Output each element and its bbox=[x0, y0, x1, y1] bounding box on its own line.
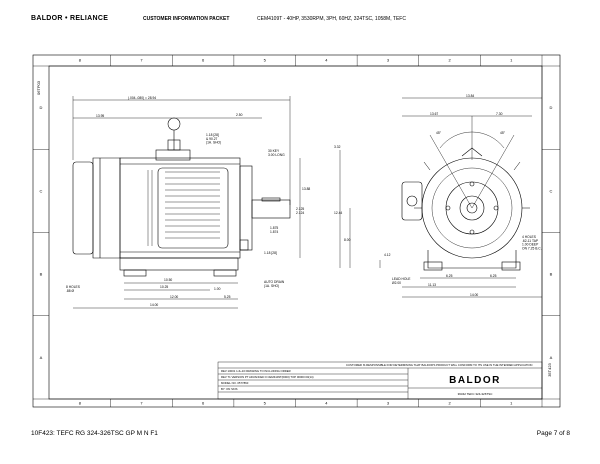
auto-drain: AUTO DRAIN(1A. SHO) bbox=[264, 280, 285, 288]
page-header: BALDOR • RELIANCE CUSTOMER INFORMATION P… bbox=[31, 14, 591, 28]
revision-row: REV T1 VERSION PT ADVANCED 0 CEM4109T(00… bbox=[221, 375, 314, 379]
zone-column-label: 8 bbox=[79, 58, 82, 63]
lifting-eye bbox=[167, 117, 181, 131]
dim-1200: 12.00 bbox=[170, 295, 178, 299]
model-description: CEM4109T - 40HP, 3530RPM, 3PH, 60HZ, 324… bbox=[257, 16, 406, 22]
zone-row-label: B bbox=[40, 272, 43, 277]
customer-note: CUSTOMER IS RESPONSIBLE FOR DETERMINING … bbox=[346, 363, 532, 367]
baldor-logo: BALDOR bbox=[449, 375, 501, 386]
dim-1388: 13.88 bbox=[302, 187, 310, 191]
zone-row-label: D bbox=[40, 105, 43, 110]
zone-column-label: 5 bbox=[264, 58, 267, 63]
zone-column-label: 5 bbox=[264, 401, 267, 406]
dim-332: 3.32 bbox=[334, 145, 341, 149]
lower-conduit: 1.18 [28] bbox=[264, 251, 277, 255]
zone-column-label: 6 bbox=[202, 58, 205, 63]
dim-730: 7.30 bbox=[496, 112, 503, 116]
motor-side-view bbox=[72, 117, 291, 277]
dim-250: 2.50 bbox=[236, 113, 243, 117]
brand-logo: BALDOR • RELIANCE bbox=[31, 15, 109, 22]
zone-column-label: 2 bbox=[448, 58, 451, 63]
zone-row-label: D bbox=[550, 105, 553, 110]
drawing-number: REV 10001 1-6+10 DRAWING TO INCLUDING OR… bbox=[221, 369, 291, 373]
dim-1113: 11.13 bbox=[428, 283, 436, 287]
title-block-subtitle: 36342 TEFC 324-326TSC bbox=[458, 392, 494, 396]
packet-title: CUSTOMER INFORMATION PACKET bbox=[143, 16, 230, 22]
zone-column-label: 1 bbox=[510, 401, 513, 406]
zone-column-label: 4 bbox=[325, 58, 328, 63]
dim-625-left: 6.25 bbox=[446, 274, 453, 278]
right-side-label: 35T423 bbox=[547, 362, 552, 376]
zone-column-label: 1 bbox=[510, 58, 513, 63]
fan-cover bbox=[72, 161, 94, 255]
zone-row-label: C bbox=[550, 188, 553, 193]
zone-column-label: 2 bbox=[448, 401, 451, 406]
dim-1050: 10.50 bbox=[164, 278, 172, 282]
dim-1244: 12.44 bbox=[334, 211, 342, 215]
dim-412: 4.12 bbox=[384, 253, 391, 257]
made-by: BY: ON SKIS bbox=[221, 387, 238, 391]
end-view-conduit-box bbox=[401, 181, 423, 221]
dim-100: 1.00 bbox=[214, 287, 221, 291]
cooling-ribs bbox=[147, 170, 220, 246]
title-block bbox=[217, 361, 543, 400]
end-bell bbox=[239, 165, 253, 251]
angle-left: 45° bbox=[436, 131, 442, 135]
end-view-feet bbox=[427, 250, 517, 269]
dim-overall: (.004-.080) = 28.94 bbox=[128, 96, 156, 100]
shaft-end bbox=[466, 202, 478, 214]
shaft bbox=[251, 199, 291, 219]
fan-shroud bbox=[92, 157, 121, 259]
left-side-label: 06TP03 bbox=[36, 80, 41, 95]
zone-column-label: 8 bbox=[79, 401, 82, 406]
dim-1400-end: 14.00 bbox=[470, 293, 478, 297]
model-row: MODEL NO. 0577860 bbox=[221, 381, 249, 385]
zone-column-label: 7 bbox=[140, 401, 143, 406]
dim-625-right: 6.25 bbox=[490, 274, 497, 278]
dim-1567: 13.67 bbox=[430, 112, 438, 116]
dim-1400: 14.00 bbox=[150, 303, 158, 307]
sheet-outer-border bbox=[32, 54, 561, 408]
zone-column-label: 4 bbox=[325, 401, 328, 406]
zone-row-label: C bbox=[40, 188, 43, 193]
conduit-label: 1.18 [28]& 90.27(1A. SHO) bbox=[206, 133, 221, 145]
dim-1025: 10.25 bbox=[160, 285, 168, 289]
end-view-dimensions bbox=[339, 97, 542, 298]
zone-row-label: A bbox=[40, 355, 43, 360]
dim-800: 8.00 bbox=[344, 238, 351, 242]
zone-column-label: 3 bbox=[387, 401, 390, 406]
footer-page-number: Page 7 of 8 bbox=[536, 430, 570, 437]
holes-callout: 8 HOLES.88 Ø bbox=[66, 285, 81, 293]
zone-row-label: A bbox=[550, 355, 553, 360]
angle-right: 45° bbox=[500, 131, 506, 135]
conduit-box bbox=[155, 149, 191, 161]
zone-column-label: 6 bbox=[202, 401, 205, 406]
zone-column-label: 7 bbox=[140, 58, 143, 63]
dim-525: 5.25 bbox=[224, 295, 231, 299]
motor-end-view bbox=[401, 147, 530, 271]
dim-1395: 13.95 bbox=[96, 114, 104, 118]
dim-end-width: 13.84 bbox=[466, 94, 474, 98]
zone-column-label: 3 bbox=[387, 58, 390, 63]
side-view-dimensions bbox=[72, 96, 301, 309]
feet-base bbox=[119, 257, 239, 271]
footer-document-id: 10F423: TEFC RG 324-326TSC GP M N F1 bbox=[31, 430, 158, 437]
rib-panel bbox=[157, 167, 229, 249]
zone-row-label: B bbox=[550, 272, 553, 277]
